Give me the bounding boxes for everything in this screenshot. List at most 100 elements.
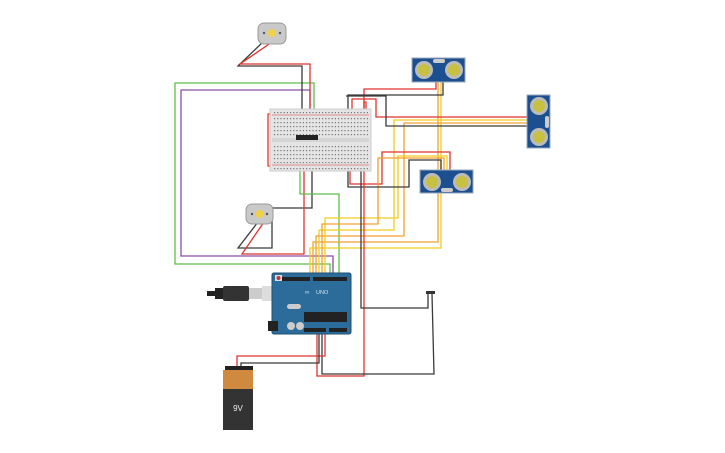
breadboard-hole — [277, 168, 279, 170]
breadboard-hole — [274, 126, 276, 128]
wire-s2-yellow[interactable] — [318, 119, 527, 275]
breadboard-hole — [366, 150, 368, 152]
breadboard-hole — [354, 130, 356, 132]
breadboard-hole — [312, 126, 314, 128]
breadboard-hole — [331, 112, 333, 114]
breadboard-hole — [325, 154, 327, 156]
breadboard-hole — [318, 162, 320, 164]
ultrasonic-sensor-2[interactable] — [526, 94, 551, 149]
breadboard-hole — [334, 150, 336, 152]
breadboard-hole — [341, 134, 343, 136]
usb-cable[interactable] — [207, 286, 276, 301]
breadboard-hole — [274, 158, 276, 160]
breadboard-hole — [315, 122, 317, 124]
wire-s2-orange[interactable] — [315, 122, 527, 275]
breadboard-hole — [344, 122, 346, 124]
wire-green-loop[interactable] — [174, 82, 331, 275]
dc-motor-bottom[interactable] — [245, 203, 274, 225]
breadboard-hole — [302, 162, 304, 164]
breadboard-hole — [290, 146, 292, 148]
battery-9v[interactable]: 9V — [223, 366, 253, 430]
wire-s3-red[interactable] — [349, 151, 451, 185]
breadboard-hole — [315, 158, 317, 160]
breadboard-hole — [293, 162, 295, 164]
wire-sensor-black[interactable] — [321, 293, 435, 375]
wire-s2-black[interactable] — [346, 95, 527, 127]
wire-long-red[interactable] — [316, 101, 367, 377]
breadboard-hole — [328, 118, 330, 120]
breadboard-hole — [286, 118, 288, 120]
breadboard-hole — [363, 168, 365, 170]
wire-motor1-black[interactable] — [236, 39, 303, 112]
wire-s3-orange[interactable] — [321, 157, 445, 275]
breadboard-hole — [350, 118, 352, 120]
wire-battery-red[interactable] — [236, 334, 326, 368]
breadboard-hole — [302, 126, 304, 128]
breadboard-hole — [277, 154, 279, 156]
wire-motor2-red[interactable] — [240, 168, 305, 255]
breadboard-hole — [334, 130, 336, 132]
breadboard-hole — [274, 146, 276, 148]
breadboard-hole — [354, 146, 356, 148]
breadboard-hole — [328, 146, 330, 148]
breadboard-hole — [302, 122, 304, 124]
wire-s1-orange[interactable] — [312, 82, 439, 275]
breadboard-hole — [274, 150, 276, 152]
breadboard-hole — [338, 112, 340, 114]
breadboard-hole — [357, 112, 359, 114]
arduino-uno[interactable]: UNO ∞ — [268, 272, 352, 335]
breadboard-hole — [328, 130, 330, 132]
breadboard-hole — [299, 150, 301, 152]
breadboard-hole — [312, 118, 314, 120]
breadboard-hole — [360, 150, 362, 152]
breadboard-hole — [296, 162, 298, 164]
breadboard-hole — [312, 168, 314, 170]
ultrasonic-sensor-3[interactable] — [419, 169, 474, 194]
breadboard-hole — [347, 168, 349, 170]
breadboard-hole — [341, 168, 343, 170]
breadboard-hole — [334, 168, 336, 170]
wire-long-black[interactable] — [360, 116, 429, 309]
breadboard-hole — [296, 154, 298, 156]
breadboard-hole — [283, 162, 285, 164]
breadboard-hole — [344, 150, 346, 152]
breadboard-hole — [347, 158, 349, 160]
breadboard-hole — [363, 134, 365, 136]
breadboard-hole — [286, 154, 288, 156]
breadboard-hole — [328, 122, 330, 124]
wire-s1-black[interactable] — [347, 82, 444, 110]
breadboard-hole — [306, 150, 308, 152]
breadboard-hole — [274, 112, 276, 114]
breadboard-hole — [309, 134, 311, 136]
breadboard-hole — [347, 154, 349, 156]
breadboard-hole — [302, 158, 304, 160]
breadboard-hole — [277, 126, 279, 128]
wire-s2-red[interactable] — [351, 98, 527, 118]
wire-s3-black[interactable] — [347, 159, 442, 188]
breadboard-hole — [338, 118, 340, 120]
breadboard-hole — [357, 146, 359, 148]
ultrasonic-sensor-1[interactable] — [411, 57, 466, 83]
wires — [174, 39, 527, 377]
breadboard-hole — [357, 122, 359, 124]
wire-green-2[interactable] — [299, 168, 340, 275]
wire-battery-black[interactable] — [240, 334, 320, 368]
wire-motor2-black[interactable] — [236, 168, 313, 249]
breadboard-hole — [350, 130, 352, 132]
breadboard-hole — [293, 118, 295, 120]
breadboard-hole — [347, 118, 349, 120]
breadboard-hole — [318, 168, 320, 170]
wire-motor1-red[interactable] — [237, 39, 311, 112]
breadboard[interactable] — [269, 108, 372, 172]
breadboard-hole — [283, 112, 285, 114]
breadboard-hole — [290, 162, 292, 164]
breadboard-hole — [315, 146, 317, 148]
dc-motor-top[interactable] — [257, 22, 287, 45]
small-sensor[interactable] — [426, 291, 435, 294]
breadboard-hole — [338, 158, 340, 160]
breadboard-hole — [334, 122, 336, 124]
breadboard-hole — [293, 150, 295, 152]
breadboard-hole — [283, 122, 285, 124]
breadboard-hole — [344, 130, 346, 132]
